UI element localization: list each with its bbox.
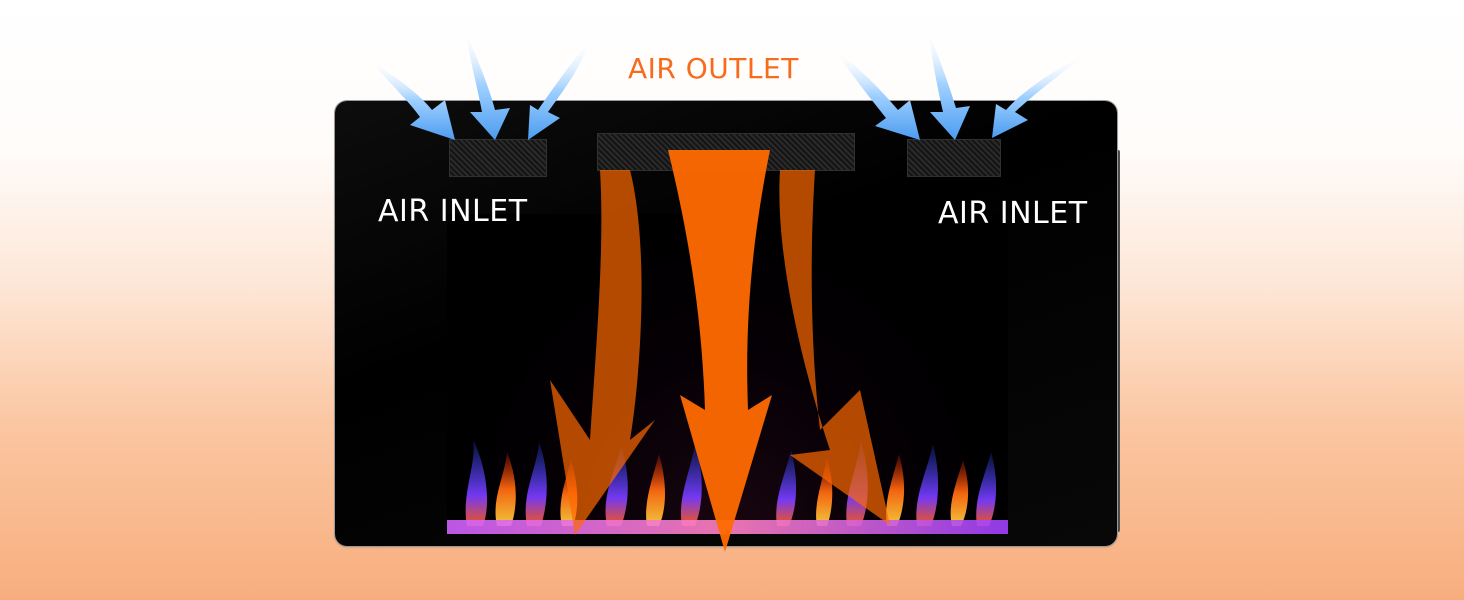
inlet-arrow-icon-left	[370, 30, 590, 140]
air-inlet-left-label: AIR INLET	[378, 194, 528, 229]
right-intake-vent	[907, 139, 1001, 177]
left-intake-vent	[449, 139, 547, 177]
air-outlet-label: AIR OUTLET	[628, 52, 799, 85]
outlet-arrow-icon	[550, 150, 890, 552]
inlet-arrow-icon-right	[835, 30, 1085, 140]
air-inlet-right-label: AIR INLET	[938, 196, 1088, 231]
top-outlet-vent	[597, 133, 855, 171]
